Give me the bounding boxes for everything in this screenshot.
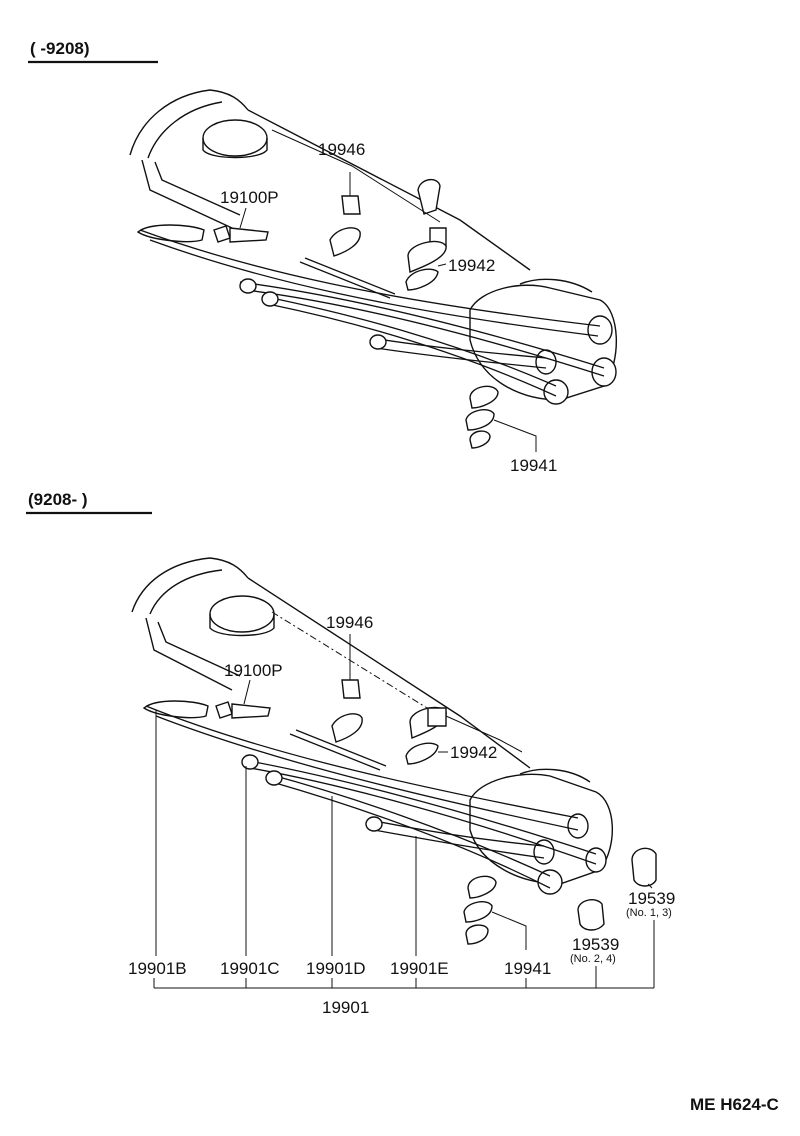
label-19901c: 19901C bbox=[220, 959, 280, 978]
ignition-wires-bottom bbox=[145, 705, 597, 889]
clamp-19942-bottom bbox=[405, 706, 523, 765]
label-19539-b: 19539 bbox=[572, 935, 619, 954]
label-19942-bottom: 19942 bbox=[450, 743, 497, 762]
top-section: ( -9208) bbox=[28, 39, 618, 475]
label-19942-top: 19942 bbox=[448, 256, 495, 275]
label-19901-set: 19901 bbox=[322, 998, 369, 1017]
engine-head-bottom bbox=[131, 557, 531, 769]
label-19901d: 19901D bbox=[306, 959, 366, 978]
label-19946-top: 19946 bbox=[318, 140, 365, 159]
label-19100p-bottom: 19100P bbox=[224, 661, 283, 680]
label-19539-a: 19539 bbox=[628, 889, 675, 908]
label-19100p-top: 19100P bbox=[220, 188, 279, 207]
clamp-19942-top bbox=[405, 240, 447, 291]
bottom-section: (9208- ) bbox=[26, 490, 675, 1017]
top-range-label: ( -9208) bbox=[30, 39, 90, 58]
cord-leader-lines bbox=[153, 710, 655, 989]
label-19539-a-note: (No. 1, 3) bbox=[626, 907, 672, 919]
distributor-bottom bbox=[469, 768, 613, 895]
ignition-wires-top bbox=[139, 229, 605, 397]
bottom-range-label: (9208- ) bbox=[28, 490, 88, 509]
clamp-19946-top bbox=[271, 129, 447, 257]
boot-caps-19539 bbox=[577, 847, 657, 931]
diagram-code: ME H624-C bbox=[690, 1095, 779, 1114]
distributor-top bbox=[469, 278, 618, 405]
spark-plug-bottom bbox=[142, 679, 271, 719]
engine-head-top bbox=[129, 89, 531, 271]
spark-plug-top bbox=[136, 207, 269, 243]
clamp-19941-top bbox=[465, 385, 537, 452]
label-19941-top: 19941 bbox=[510, 456, 557, 475]
label-19941-bottom: 19941 bbox=[504, 959, 551, 978]
clamp-19946-bottom bbox=[271, 611, 441, 743]
label-19946-bottom: 19946 bbox=[326, 613, 373, 632]
label-19901e: 19901E bbox=[390, 959, 449, 978]
clamp-19941-bottom bbox=[463, 875, 527, 950]
label-19901b: 19901B bbox=[128, 959, 187, 978]
label-19539-b-note: (No. 2, 4) bbox=[570, 953, 616, 965]
